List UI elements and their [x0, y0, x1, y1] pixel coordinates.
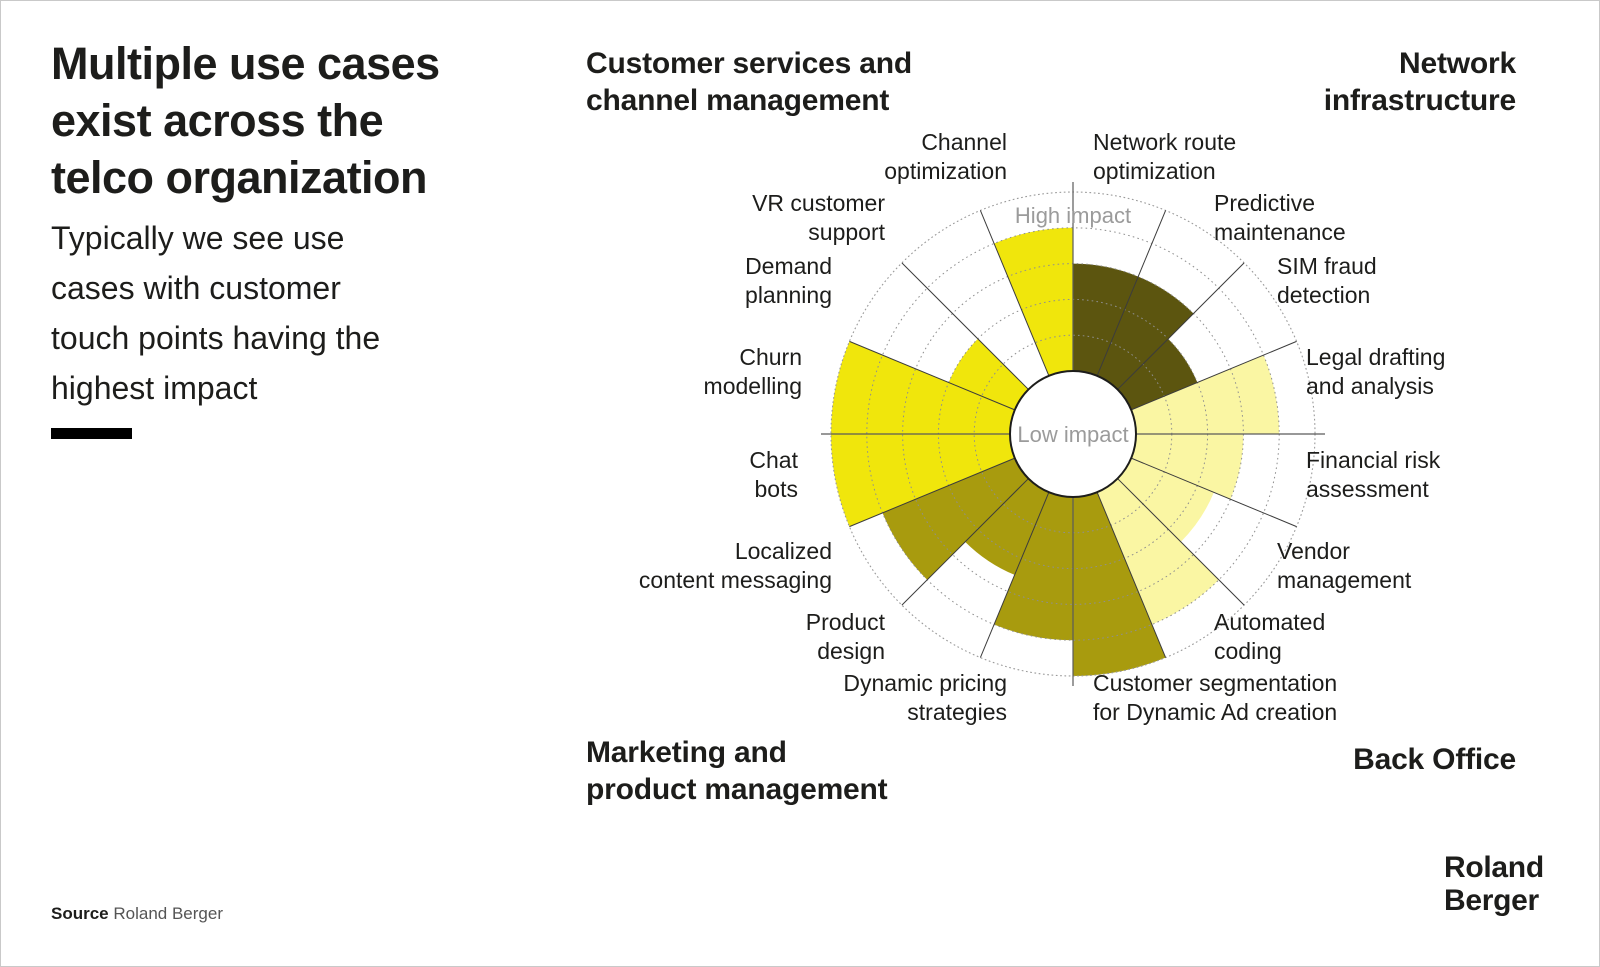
sector-divider [1096, 210, 1167, 376]
sector-label-network-route-optimization: Network route optimization [1093, 129, 1237, 184]
sector-wedge [1097, 276, 1194, 390]
page-title: Multiple use cases exist across the telc… [51, 38, 440, 203]
quadrant-header-customer-services: Customer services and channel management [586, 47, 912, 117]
sector-label-dynamic-pricing: Dynamic pricing strategies [843, 670, 1007, 725]
sector-label-automated-coding: Automated coding [1214, 609, 1326, 664]
roland-berger-logo: Roland Berger [1444, 851, 1544, 917]
sector-label-chat-bots: Chat bots [749, 447, 798, 502]
sector-divider [1117, 262, 1245, 390]
source-line: Source Roland Berger [51, 904, 223, 924]
sector-divider [849, 340, 1015, 411]
low-impact-label: Low impact [1017, 422, 1128, 447]
center-circle [1009, 370, 1137, 498]
sector-divider [1117, 478, 1245, 606]
sector-wedge [994, 227, 1073, 376]
sector-wedge [1073, 492, 1166, 676]
sector-wedge [965, 478, 1049, 575]
quadrant-header-back-office: Back Office [1353, 743, 1516, 776]
sector-wedge [994, 492, 1073, 641]
sector-label-product-design: Product design [805, 609, 885, 664]
sector-label-legal-drafting: Legal drafting and analysis [1306, 344, 1446, 399]
sector-wedge [1131, 434, 1244, 500]
source-value: Roland Berger [113, 904, 223, 923]
sector-wedge [831, 341, 1015, 434]
sector-wedge [1073, 263, 1139, 376]
sector-label-vr-customer-support: VR customer support [752, 190, 885, 245]
source-label: Source [51, 904, 109, 923]
sector-divider [849, 457, 1015, 528]
sector-label-churn-modelling: Churn modelling [703, 344, 802, 399]
sector-divider [1131, 457, 1297, 528]
sector-wedge [948, 338, 1029, 410]
sector-wedge [831, 434, 1015, 527]
sector-label-predictive-maintenance: Predictive maintenance [1214, 190, 1346, 245]
sector-wedge [1117, 338, 1198, 410]
sector-label-financial-risk: Financial risk assessment [1306, 447, 1441, 502]
sector-divider [901, 262, 1029, 390]
quadrant-header-network-infrastructure: Network infrastructure [1323, 47, 1516, 117]
sector-label-sim-fraud-detection: SIM fraud detection [1277, 253, 1377, 308]
high-impact-label: High impact [1015, 203, 1131, 228]
sector-wedge [1117, 458, 1214, 542]
sector-label-vendor-management: Vendor management [1277, 538, 1412, 593]
sector-divider [1096, 492, 1167, 658]
sector-label-customer-segmentation: Customer segmentation for Dynamic Ad cre… [1093, 670, 1338, 725]
sector-wedge [1097, 478, 1219, 625]
sector-divider [979, 210, 1050, 376]
sector-wedge [882, 458, 1029, 580]
sector-divider [901, 478, 1029, 606]
page-subtitle: Typically we see use cases with customer… [51, 220, 381, 406]
title-underline-dash [51, 428, 132, 439]
sector-label-demand-planning: Demand planning [745, 253, 832, 308]
sector-label-localized-content: Localized content messaging [638, 538, 832, 593]
sector-wedge [1131, 355, 1280, 434]
sector-divider [1131, 340, 1297, 411]
sector-divider [979, 492, 1050, 658]
sector-label-channel-optimization: Channel optimization [884, 129, 1007, 184]
quadrant-header-marketing: Marketing and product management [586, 736, 888, 806]
